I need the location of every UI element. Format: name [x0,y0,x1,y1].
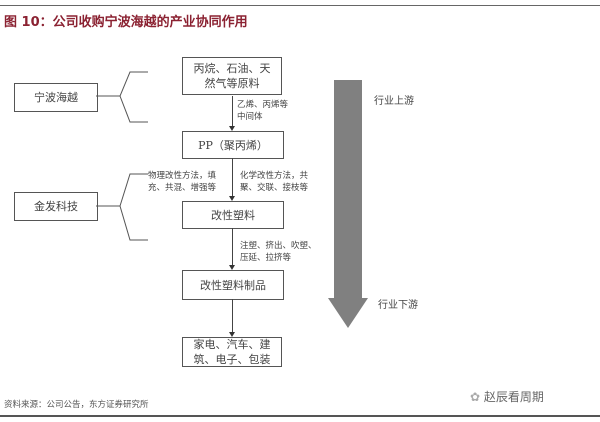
note-chemical: 化学改性方法，共 聚、交联、接枝等 [240,171,309,193]
box-modified-products: 改性塑料制品 [182,270,284,300]
arrowhead [229,332,235,337]
bottom-rule [0,415,600,417]
connector [232,158,233,197]
connector [232,228,233,266]
connector [232,299,233,333]
bracket-ningbo [96,71,148,123]
box-pp: PP（聚丙烯） [182,131,284,159]
arrowhead [229,196,235,201]
arrowhead [229,126,235,131]
wechat-icon: ✿ [470,390,484,404]
box-raw-materials: 丙烷、石油、天然气等原料 [182,57,282,95]
arrowhead [229,265,235,270]
connector [232,96,233,128]
note-intermediate: 乙烯、丙烯等 中间体 [237,100,289,122]
box-modified-plastics: 改性塑料 [182,201,284,229]
top-rule [0,5,600,6]
figure-title: 图 10：公司收购宁波海越的产业协同作用 [4,15,248,30]
box-kingfa: 金发科技 [14,192,98,221]
industry-arrow [328,80,368,328]
bracket-kingfa [96,173,148,241]
label-downstream: 行业下游 [378,300,418,311]
box-end-markets: 家电、汽车、建筑、电子、包装 [182,337,282,367]
watermark-text: 赵辰看周期 [483,390,544,404]
label-upstream: 行业上游 [374,96,414,107]
source-note: 资料来源：公司公告，东方证券研究所 [4,400,149,410]
watermark: ✿ 赵辰看周期 [470,388,544,405]
note-physical: 物理改性方法，填 充、共混、增强等 [148,171,217,193]
note-processing: 注塑、挤出、吹塑、 压延、拉挤等 [240,241,317,263]
box-ningbo-haiyue: 宁波海越 [14,83,98,112]
